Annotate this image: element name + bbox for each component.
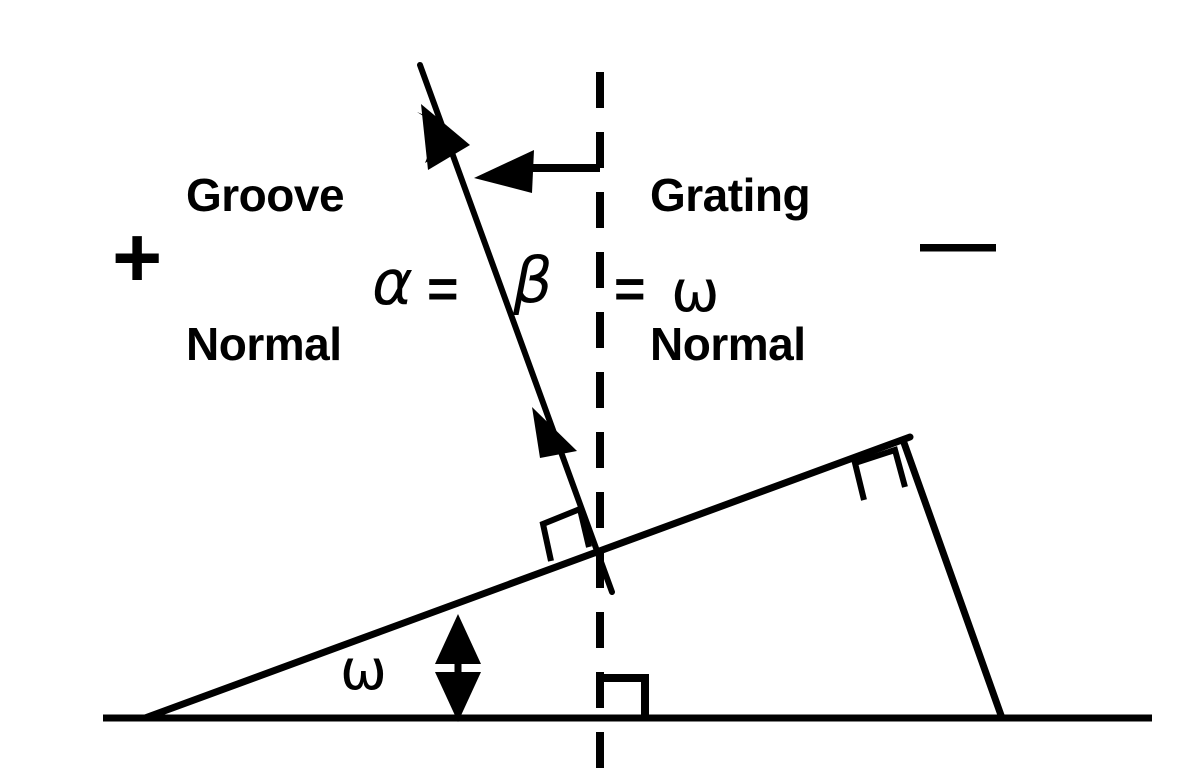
grating-normal-label: Grating Normal (650, 72, 811, 469)
equals-sign-1: = (427, 259, 459, 319)
right-angle-marker-facet-ray (539, 504, 592, 562)
groove-normal-label: Groove Normal (186, 72, 345, 469)
diffracted-beam-arrowhead (532, 407, 577, 458)
grating-normal-label-line2: Normal (650, 318, 806, 371)
plus-sign-label: + (112, 210, 163, 306)
angle-indicator-arrowhead (474, 150, 534, 193)
minus-sign-label: — (920, 200, 996, 285)
groove-back-face-line (899, 436, 1006, 722)
groove-facet-line (141, 433, 914, 722)
equals-sign-2: = (614, 259, 646, 319)
grating-normal-label-line1: Grating (650, 169, 811, 222)
incident-beam-arrowhead-body (421, 104, 470, 170)
groove-normal-label-line1: Groove (186, 169, 345, 222)
omega-upper-label: ω (671, 257, 720, 325)
blaze-angle-arrowhead-down (435, 672, 481, 722)
groove-normal-label-line2: Normal (186, 318, 342, 371)
alpha-label: α (372, 246, 413, 319)
beta-label: β (513, 244, 553, 317)
omega-blaze-angle-label: ω (340, 638, 387, 703)
right-angle-marker-baseline (600, 674, 649, 720)
right-angle-marker-apex (851, 446, 908, 501)
blaze-angle-arrowhead-up (435, 614, 481, 664)
